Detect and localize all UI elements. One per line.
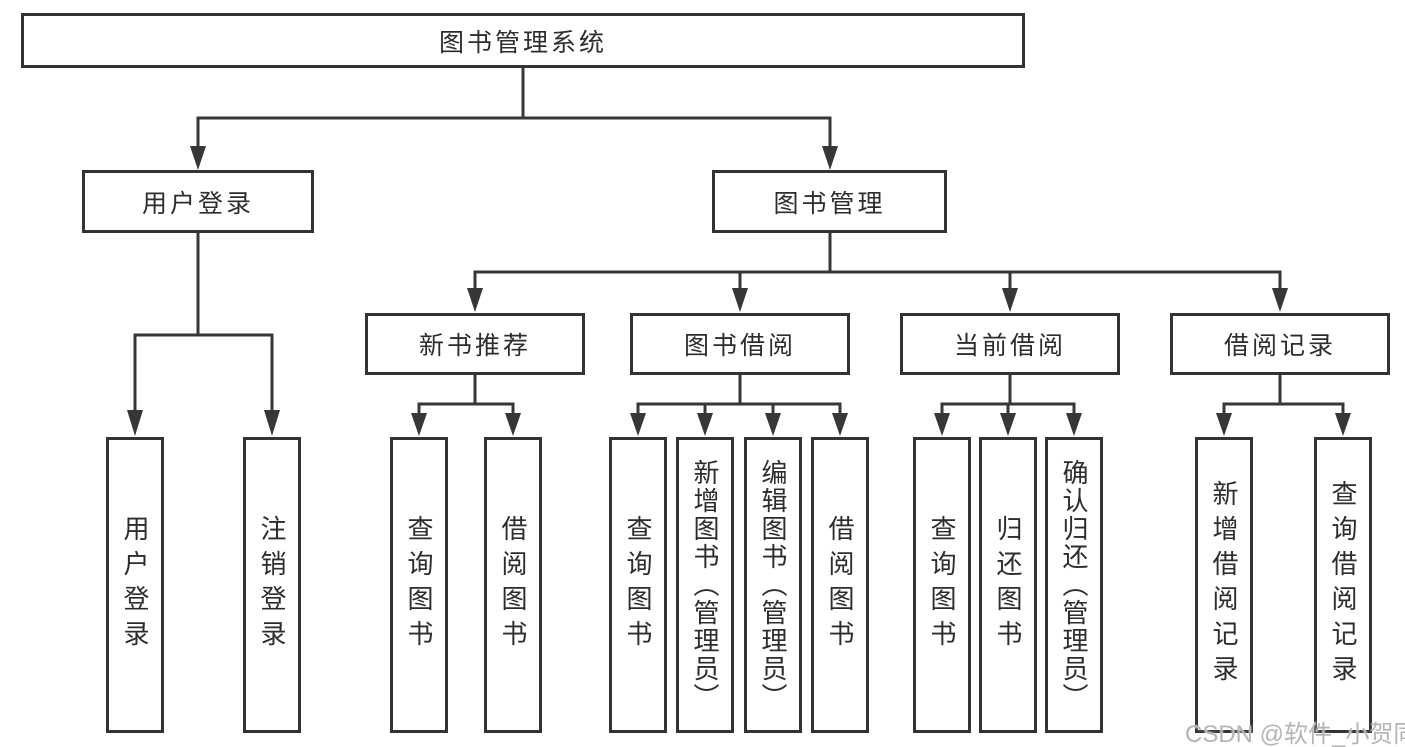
leaf-query-books-current-label: 查询图书: [927, 515, 957, 655]
leaf-query-books-borrow-label: 查询图书: [623, 515, 653, 655]
node-book-management: 图书管理: [712, 170, 947, 233]
node-new-book-recommend: 新书推荐: [365, 313, 585, 375]
leaf-add-book-admin: 新增图书（管理员）: [676, 437, 734, 733]
node-book-borrow-label: 图书借阅: [683, 332, 796, 360]
node-book-management-label: 图书管理: [773, 189, 886, 218]
leaf-query-borrow-record: 查询借阅记录: [1314, 437, 1372, 733]
leaf-query-books-current: 查询图书: [913, 437, 971, 733]
leaf-confirm-return-admin: 确认归还（管理员）: [1045, 437, 1103, 733]
leaf-confirm-return-admin-label: 确认归还（管理员）: [1059, 459, 1089, 711]
leaf-query-books-borrow: 查询图书: [609, 437, 667, 733]
node-current-borrow-label: 当前借阅: [953, 332, 1066, 360]
leaf-query-books-recommend: 查询图书: [390, 437, 448, 733]
leaf-borrow-books: 借阅图书: [811, 437, 869, 733]
node-new-book-recommend-label: 新书推荐: [418, 332, 531, 360]
leaf-logout-label: 注销登录: [257, 515, 287, 655]
node-root: 图书管理系统: [21, 13, 1025, 68]
node-borrow-records: 借阅记录: [1170, 313, 1390, 375]
leaf-query-books-recommend-label: 查询图书: [404, 515, 434, 655]
leaf-return-book-label: 归还图书: [993, 515, 1023, 655]
leaf-edit-book-admin: 编辑图书（管理员）: [744, 437, 802, 733]
leaf-add-book-admin-label: 新增图书（管理员）: [690, 459, 720, 711]
leaf-edit-book-admin-label: 编辑图书（管理员）: [758, 459, 788, 711]
node-book-borrow: 图书借阅: [630, 313, 850, 375]
leaf-user-login-label: 用户登录: [120, 515, 150, 655]
leaf-logout: 注销登录: [243, 437, 301, 733]
node-borrow-records-label: 借阅记录: [1223, 332, 1336, 360]
node-user-login: 用户登录: [82, 170, 314, 233]
leaf-add-borrow-record-label: 新增借阅记录: [1209, 480, 1239, 690]
leaf-borrow-books-recommend: 借阅图书: [484, 437, 542, 733]
leaf-return-book: 归还图书: [979, 437, 1037, 733]
leaf-user-login: 用户登录: [106, 437, 164, 733]
node-current-borrow: 当前借阅: [900, 313, 1120, 375]
leaf-borrow-books-recommend-label: 借阅图书: [498, 515, 528, 655]
node-root-label: 图书管理系统: [438, 28, 607, 57]
watermark: CSDN @软件_小贺同学: [1185, 721, 1405, 747]
node-user-login-label: 用户登录: [141, 189, 254, 218]
leaf-add-borrow-record: 新增借阅记录: [1195, 437, 1253, 733]
leaf-borrow-books-label: 借阅图书: [825, 515, 855, 655]
leaf-query-borrow-record-label: 查询借阅记录: [1328, 480, 1358, 690]
